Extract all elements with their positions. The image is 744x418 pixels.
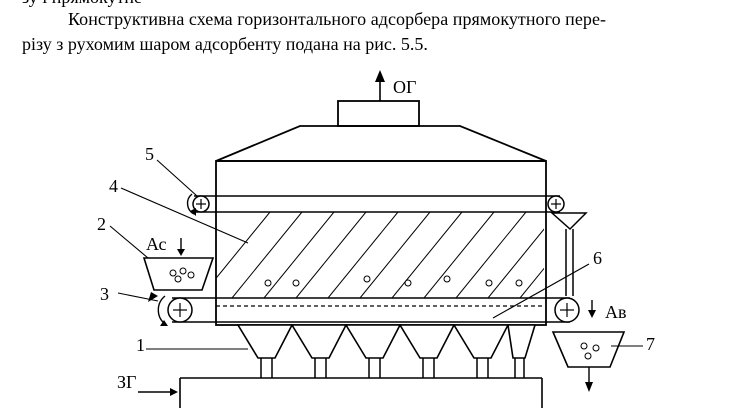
collection-hopper	[551, 331, 626, 392]
lower-rotation-arrow	[157, 295, 166, 325]
lower-conveyor	[148, 292, 580, 326]
adsorbent-bed	[216, 212, 544, 298]
label-av: Ав	[605, 302, 627, 322]
label-3: 3	[100, 284, 109, 304]
paragraph-fragment-top: зу і прямокутне	[22, 0, 142, 8]
label-6: 6	[593, 248, 602, 268]
outlet-nozzle	[337, 100, 420, 127]
paragraph-line-2: різу з рухомим шаром адсорбенту подана н…	[22, 34, 428, 54]
discharge-chute	[550, 212, 596, 318]
housing	[215, 160, 547, 326]
og-outlet-arrow	[375, 70, 385, 101]
cone-outlets	[260, 358, 525, 378]
label-ac: Ас	[146, 234, 167, 254]
gas-distribution-cones	[236, 324, 537, 359]
gas-inlet-manifold	[138, 377, 543, 408]
label-4: 4	[109, 176, 118, 196]
label-zg: ЗГ	[117, 372, 136, 392]
label-og: ОГ	[393, 77, 416, 97]
label-2: 2	[97, 214, 106, 234]
leader-lines	[109, 159, 643, 350]
label-5: 5	[145, 144, 154, 164]
label-1: 1	[136, 335, 145, 355]
feed-hopper	[142, 238, 215, 291]
hood	[215, 125, 547, 162]
paragraph-line-1: Конструктивна схема горизонтального адсо…	[68, 9, 607, 29]
upper-conveyor	[186, 193, 565, 216]
label-7: 7	[646, 334, 655, 354]
